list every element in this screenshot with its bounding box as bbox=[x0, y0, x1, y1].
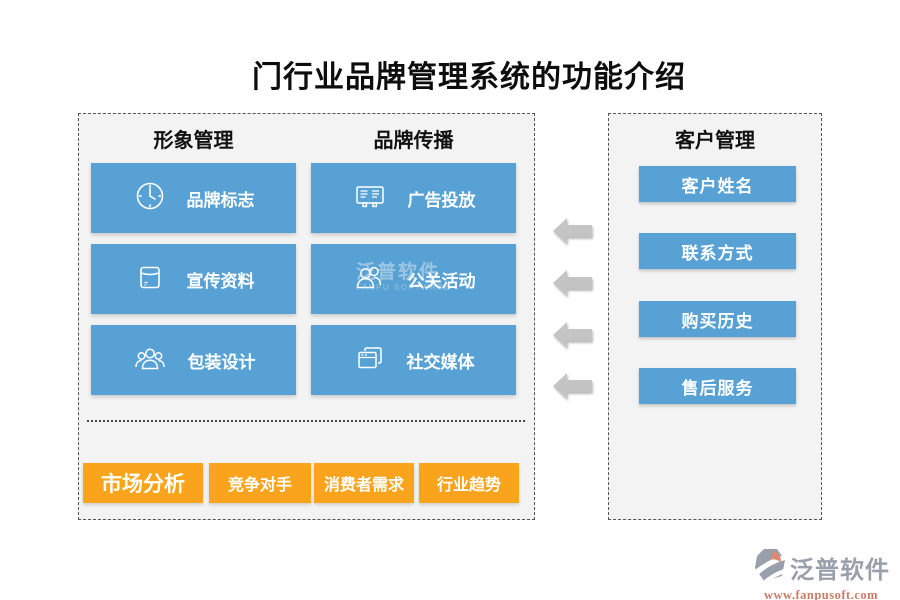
customer-button-label: 售后服务 bbox=[681, 378, 754, 398]
footer-brand-block: 泛普软件 www.fanpusoft.com bbox=[750, 546, 892, 600]
bottom-button-competitors[interactable]: 竞争对手 bbox=[209, 463, 311, 503]
feature-button-pr-activities[interactable]: 公关活动 bbox=[311, 244, 516, 314]
left-arrow-icon bbox=[553, 270, 592, 296]
bottom-button-label: 竞争对手 bbox=[227, 477, 292, 494]
billboard-icon bbox=[352, 179, 388, 218]
document-icon bbox=[133, 260, 167, 299]
feature-button-advertising[interactable]: 广告投放 bbox=[311, 163, 516, 233]
left-arrow-icon bbox=[553, 218, 592, 244]
bottom-button-label: 消费者需求 bbox=[323, 477, 404, 494]
footer-url[interactable]: www.fanpusoft.com bbox=[763, 588, 879, 600]
customer-button-after-sales[interactable]: 售后服务 bbox=[639, 368, 796, 404]
feature-button-label: 包装设计 bbox=[187, 352, 256, 372]
bottom-button-industry-trends[interactable]: 行业趋势 bbox=[419, 463, 519, 503]
feature-button-brand-logo[interactable]: 品牌标志 bbox=[91, 163, 296, 233]
clock-icon bbox=[133, 179, 167, 218]
customer-button-label: 联系方式 bbox=[681, 243, 754, 263]
feature-button-promo-materials[interactable]: 宣传资料 bbox=[91, 244, 296, 314]
footer-brand-name: 泛普软件 bbox=[790, 557, 890, 584]
windows-icon bbox=[353, 341, 387, 380]
bottom-button-label: 行业趋势 bbox=[436, 477, 501, 494]
feature-button-label: 广告投放 bbox=[407, 190, 476, 210]
feature-button-label: 宣传资料 bbox=[186, 271, 255, 291]
feature-button-label: 公关活动 bbox=[407, 271, 476, 291]
left-arrow-icon bbox=[553, 373, 592, 399]
feature-button-label: 品牌标志 bbox=[186, 190, 255, 210]
dotted-divider bbox=[87, 420, 525, 422]
column-header-customer-management: 客户管理 bbox=[675, 130, 755, 152]
column-header-brand-communication: 品牌传播 bbox=[373, 130, 454, 152]
customer-button-purchase-history[interactable]: 购买历史 bbox=[639, 301, 796, 337]
feature-button-social-media[interactable]: 社交媒体 bbox=[311, 325, 516, 395]
customer-management-panel: 客户管理 客户姓名 联系方式 购买历史 售后服务 bbox=[608, 113, 822, 520]
column-header-image-management: 形象管理 bbox=[153, 130, 234, 152]
team-icon bbox=[132, 341, 168, 380]
page-title: 门行业品牌管理系统的功能介绍 bbox=[252, 61, 686, 94]
brand-functions-panel: 形象管理 品牌传播 品牌标志 宣传资料 bbox=[78, 113, 535, 520]
fanpu-logo-icon bbox=[752, 546, 788, 589]
bottom-button-consumer-demand[interactable]: 消费者需求 bbox=[314, 463, 414, 503]
left-arrow-icon bbox=[553, 322, 592, 348]
bottom-button-label: 市场分析 bbox=[101, 473, 185, 496]
bottom-button-market-analysis[interactable]: 市场分析 bbox=[83, 463, 203, 503]
feature-button-label: 社交媒体 bbox=[406, 352, 475, 372]
customer-button-label: 购买历史 bbox=[681, 311, 754, 331]
customer-button-contact[interactable]: 联系方式 bbox=[639, 233, 796, 269]
customer-button-name[interactable]: 客户姓名 bbox=[639, 166, 796, 202]
feature-button-packaging-design[interactable]: 包装设计 bbox=[91, 325, 296, 395]
people-icon bbox=[352, 260, 388, 299]
customer-button-label: 客户姓名 bbox=[681, 176, 754, 196]
